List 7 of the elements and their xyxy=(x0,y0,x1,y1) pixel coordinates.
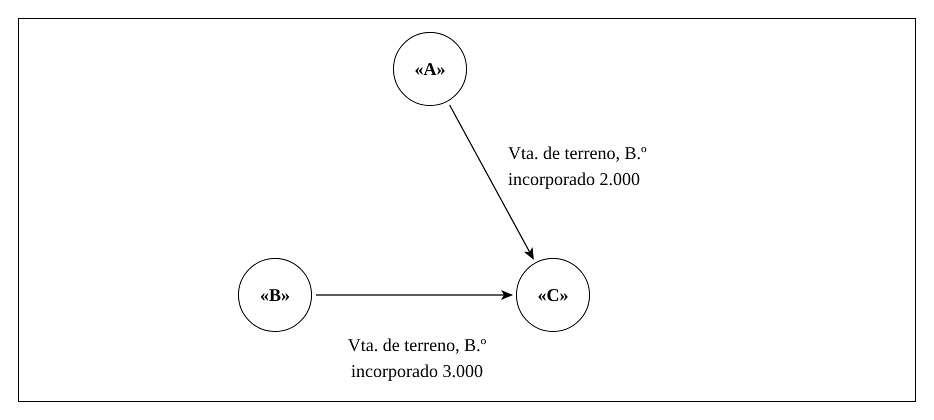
arrow xyxy=(449,104,534,260)
node-label: «B» xyxy=(260,284,290,306)
edge-label: Vta. de terreno, B.º incorporado 3.000 xyxy=(346,334,488,383)
arrow xyxy=(316,290,513,300)
edge-label: Vta. de terreno, B.º incorporado 2.000 xyxy=(508,142,648,191)
node-label: «A» xyxy=(414,58,446,80)
node-label: «C» xyxy=(538,284,568,306)
